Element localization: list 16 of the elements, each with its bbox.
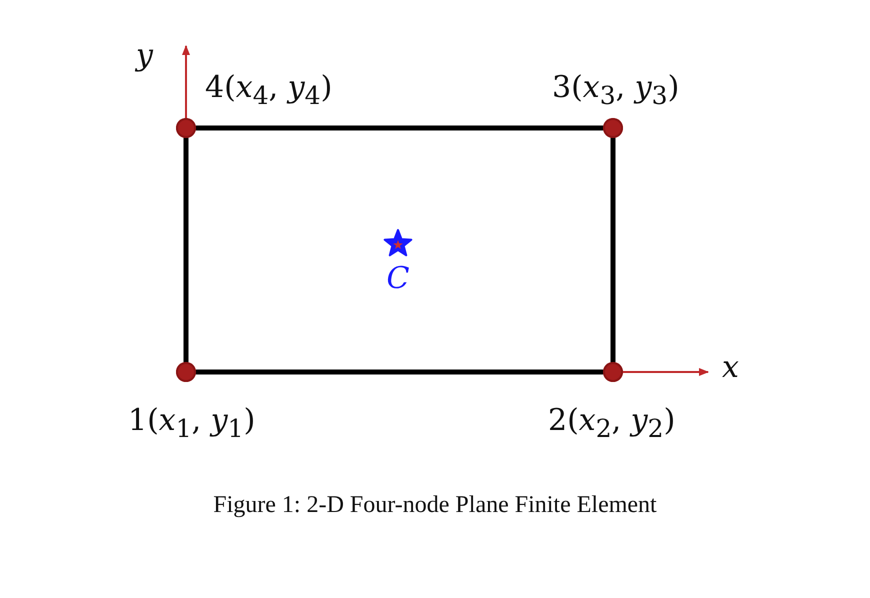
node-coordinate-label: 1(x$_{1}$, y$_{1}$) xyxy=(128,403,256,443)
axis-label: x xyxy=(722,350,739,385)
node-coordinate-label: 4(x$_{4}$, y$_{4}$) xyxy=(205,70,332,110)
axis-label: y xyxy=(136,38,153,73)
node-dot xyxy=(176,362,196,382)
node-coordinate-label: 2(x$_{2}$, y$_{2}$) xyxy=(548,403,676,443)
element-edge xyxy=(194,370,606,374)
node-dot xyxy=(176,118,196,138)
element-edge xyxy=(184,136,188,364)
figure-caption: Figure 1: 2-D Four-node Plane Finite Element xyxy=(212,492,658,519)
node-dot xyxy=(603,118,623,138)
element-edge xyxy=(194,126,606,130)
node-coordinate-label: 3(x$_{3}$, y$_{3}$) xyxy=(552,70,680,110)
node-dot xyxy=(603,362,623,382)
centroid-label: C xyxy=(386,261,410,296)
element-edge xyxy=(610,136,616,364)
